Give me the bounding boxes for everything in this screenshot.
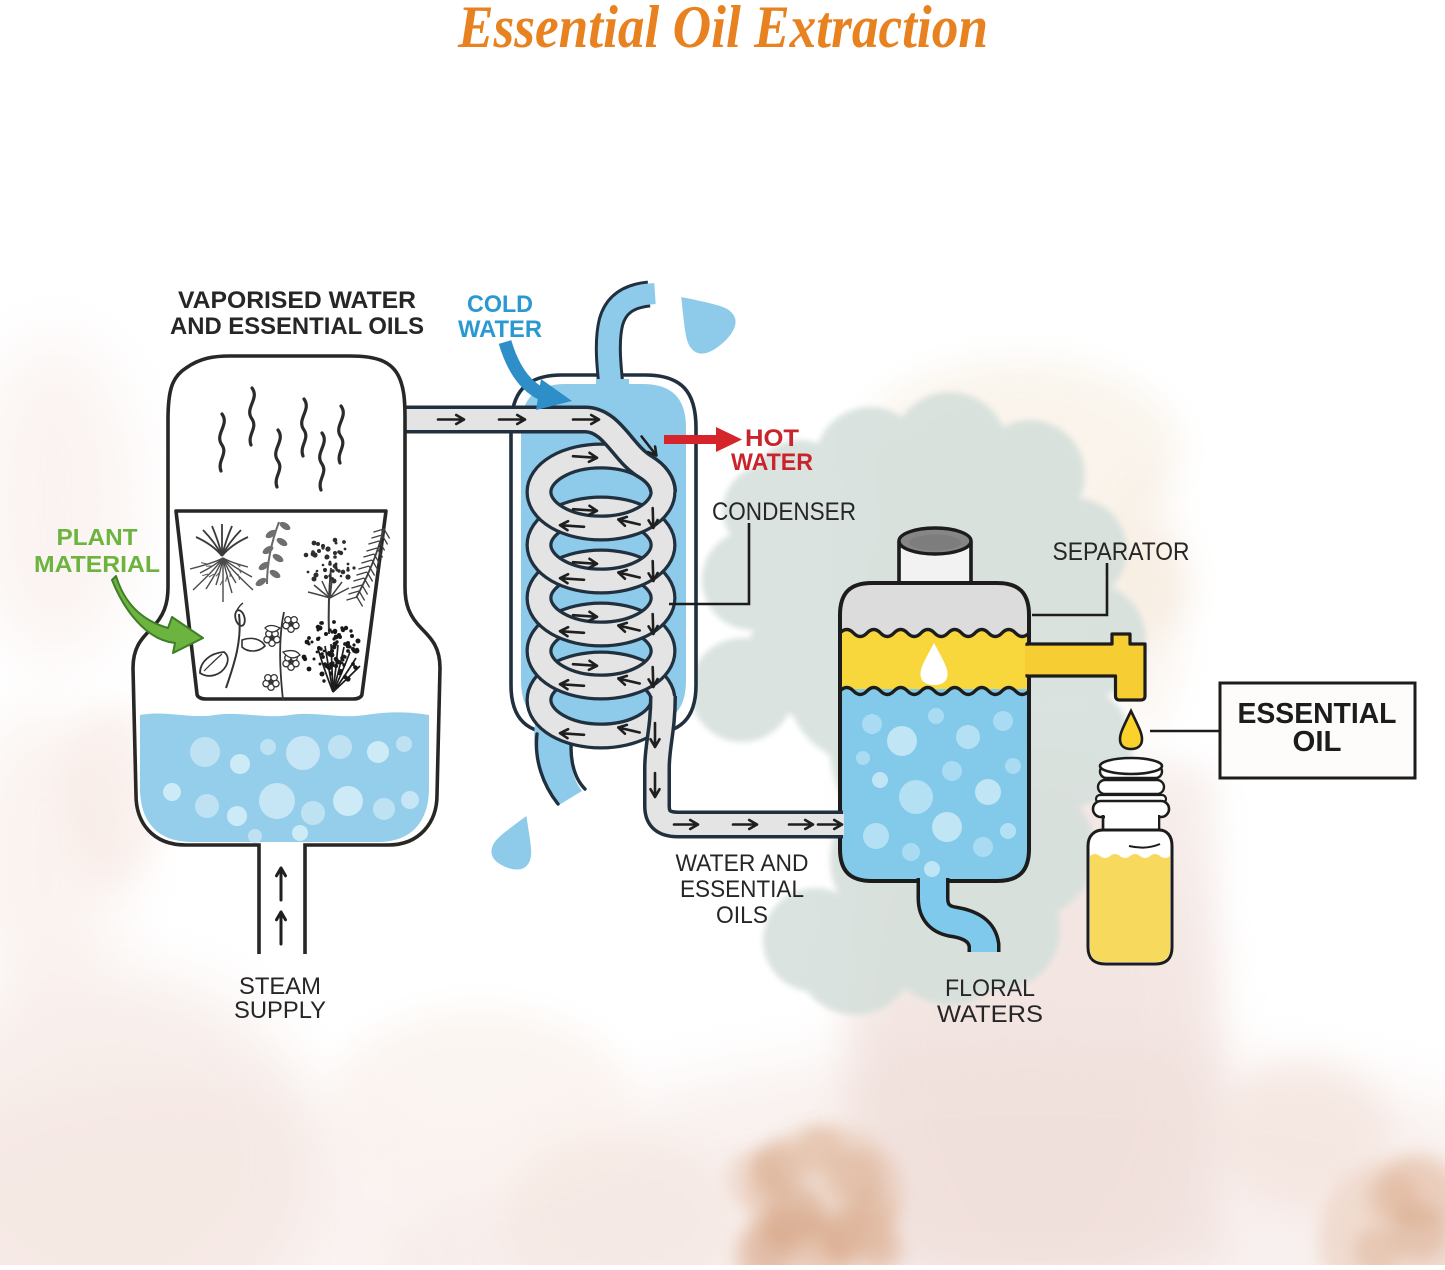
svg-text:FLORAL: FLORAL bbox=[945, 975, 1035, 1002]
svg-text:Essential Oil Extraction: Essential Oil Extraction bbox=[457, 0, 988, 60]
svg-text:SEPARATOR: SEPARATOR bbox=[1053, 538, 1190, 566]
svg-text:MATERIAL: MATERIAL bbox=[34, 551, 160, 577]
svg-text:PLANT: PLANT bbox=[57, 524, 138, 550]
svg-text:WATERS: WATERS bbox=[937, 1001, 1043, 1028]
svg-text:VAPORISED WATER: VAPORISED WATER bbox=[178, 287, 416, 314]
svg-text:STEAM: STEAM bbox=[239, 973, 321, 1000]
svg-text:COLD: COLD bbox=[467, 291, 533, 318]
svg-text:ESSENTIAL: ESSENTIAL bbox=[1238, 698, 1397, 730]
svg-text:WATER: WATER bbox=[458, 316, 542, 343]
svg-text:HOT: HOT bbox=[745, 425, 799, 452]
svg-text:AND ESSENTIAL OILS: AND ESSENTIAL OILS bbox=[170, 313, 424, 340]
svg-text:WATER AND: WATER AND bbox=[676, 850, 809, 877]
svg-text:SUPPLY: SUPPLY bbox=[234, 997, 326, 1024]
svg-text:ESSENTIAL: ESSENTIAL bbox=[680, 876, 804, 903]
svg-text:OILS: OILS bbox=[716, 902, 768, 929]
svg-text:OIL: OIL bbox=[1293, 726, 1342, 758]
svg-text:CONDENSER: CONDENSER bbox=[712, 498, 856, 526]
svg-text:WATER: WATER bbox=[731, 449, 813, 476]
